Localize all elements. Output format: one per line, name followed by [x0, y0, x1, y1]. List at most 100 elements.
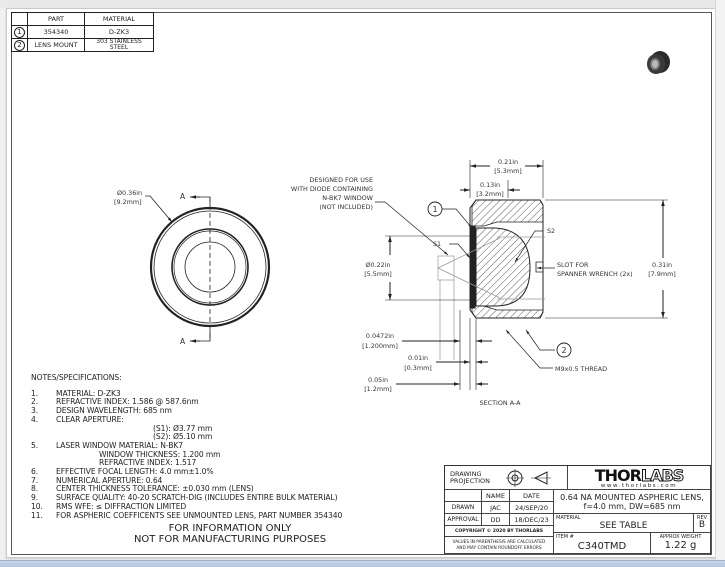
note-text: WINDOW THICKNESS: 1.200 mm [99, 449, 221, 459]
note-text: LASER WINDOW MATERIAL: N-BK7 [56, 440, 183, 450]
note-number: 9. [31, 493, 39, 503]
projection-label-2: PROJECTION [450, 477, 490, 485]
section-label-top: A [180, 192, 186, 201]
thorlabs-logo: THORLABS [568, 466, 710, 485]
front-diameter-in: Ø0.36in [117, 189, 142, 197]
approval-label: APPROVAL [445, 514, 482, 526]
drawn-name: JAC [482, 502, 510, 514]
balloon-2-label: 2 [561, 346, 566, 355]
material-value: SEE TABLE [599, 521, 648, 531]
note-item: 3.DESIGN WAVELENGTH: 685 nm [31, 406, 342, 416]
description-cell: 0.64 NA MOUNTED ASPHERIC LENS, f=4.0 mm,… [554, 490, 711, 514]
values-note-2: AND MAY CONTAIN ROUNDOFF ERRORS [456, 545, 542, 551]
values-note: VALUES IN PARENTHESIS ARE CALCULATED AND… [445, 537, 554, 554]
approval-date: 18/DEC/23 [510, 514, 554, 526]
thread-label: M9x0.5 THREAD [555, 365, 607, 373]
note-text: CENTER THICKNESS TOLERANCE: ±0.030 mm (L… [56, 484, 254, 494]
front-diameter-mm: [9.2mm] [114, 198, 142, 206]
diode-note-1: DESIGNED FOR USE [309, 176, 373, 184]
rev-cell: REV B [694, 514, 711, 533]
note-item: 8. CENTER THICKNESS TOLERANCE: ±0.030 mm … [31, 485, 342, 494]
website: www.thorlabs.com [600, 483, 678, 489]
viewer-top-bar [0, 0, 725, 8]
disclaimer-line-1: FOR INFORMATION ONLY [168, 523, 292, 534]
front-view [145, 195, 271, 343]
note-number: 8. [31, 484, 39, 494]
balloon-1-label: 1 [432, 205, 437, 214]
note-item: (S2): Ø5.10 mm [31, 433, 342, 442]
drawn-label: DRAWN [445, 502, 482, 514]
note-number: 2. [31, 397, 39, 407]
diode-note-4: (NOT INCLUDED) [319, 203, 373, 211]
dim-flange-mm: [1.2mm] [364, 385, 392, 393]
description-line-1: 0.64 NA MOUNTED ASPHERIC LENS, [560, 493, 704, 502]
drawn-date: 24/SEP/20 [510, 502, 554, 514]
material-cell: 303 STAINLESS STEEL [84, 38, 154, 52]
weight-label: APPROX WEIGHT [659, 534, 702, 540]
item-value: C340TMD [577, 541, 627, 552]
table-row: 2 LENS MOUNT 303 STAINLESS STEEL [11, 38, 154, 52]
balloon-1-circle [427, 201, 443, 217]
rev-value: B [698, 520, 706, 530]
dim-overall-length-mm: [5.3mm] [494, 167, 522, 175]
note-item: REFRACTIVE INDEX: 1.517 [31, 459, 342, 468]
note-text: NUMERICAL APERTURE: 0.64 [56, 475, 163, 485]
note-number: 1. [31, 388, 39, 398]
dim-overall-length-in: 0.21in [498, 158, 518, 166]
note-number: 10. [31, 501, 43, 511]
note-text: (S2): Ø5.10 mm [153, 432, 213, 442]
dim-lens-position-mm: [3.2mm] [476, 190, 504, 198]
logo-thor: THOR [594, 466, 642, 485]
note-text: MATERIAL: D-ZK3 [56, 388, 121, 398]
weight-value: 1.22 g [664, 540, 697, 551]
table-row: 1 354340 D-ZK3 [11, 25, 154, 39]
vertical-scrollbar[interactable] [715, 0, 725, 560]
title-block: DRAWING PROJECTION NAME DATE DRAWN JAC 2… [444, 465, 711, 554]
note-number [31, 425, 56, 434]
balloon-2-circle [556, 342, 572, 358]
dim-height-in: 0.31in [652, 261, 672, 269]
note-text: FOR ASPHERIC COEFFICENTS SEE UNMOUNTED L… [56, 510, 343, 520]
dim-lens-position-in: 0.13in [480, 181, 500, 189]
note-item: 4. CLEAR APERTURE: [31, 414, 342, 425]
dim-aperture-mm: [5.5mm] [364, 270, 392, 278]
note-text: EFFECTIVE FOCAL LENGTH: 4.0 mm±1.0% [56, 467, 214, 477]
s1-label: S1 [433, 240, 441, 248]
note-item: 9. SURFACE QUALITY: 40-20 SCRATCH-DIG (IN… [31, 493, 342, 503]
section-title: SECTION A-A [480, 399, 522, 407]
section-view [375, 160, 668, 390]
dim-gap-mm: [0.3mm] [404, 364, 432, 372]
item-cell: ITEM # C340TMD [554, 533, 651, 554]
dim-aperture-in: Ø0.22in [365, 261, 390, 269]
values-note-1: VALUES IN PARENTHESIS ARE CALCULATED [452, 540, 546, 545]
note-text: CLEAR APERTURE: [56, 414, 124, 424]
note-text: REFRACTIVE INDEX: 1.517 [99, 458, 197, 468]
slot-note-2: SPANNER WRENCH (2x) [557, 270, 633, 278]
parts-table: PART MATERIAL 1 354340 D-ZK3 2 LENS MOUN… [11, 12, 154, 52]
disclaimer: FOR INFORMATION ONLY NOT FOR MANUFACTURI… [100, 523, 360, 545]
note-item: 11. FOR ASPHERIC COEFFICENTS SEE UNMOUNTE… [31, 510, 343, 521]
material-label: MATERIAL [556, 515, 581, 521]
note-item: 5.LASER WINDOW MATERIAL: N-BK7 [31, 440, 342, 451]
slot-note-1: SLOT FOR [557, 261, 589, 269]
dim-gap-in: 0.01in [408, 354, 428, 362]
item-label: ITEM # [556, 534, 574, 540]
notes-heading: NOTES/SPECIFICATIONS: [31, 373, 122, 382]
dim-flange-in: 0.05in [368, 376, 388, 384]
note-item: WINDOW THICKNESS: 1.200 mm [31, 449, 342, 460]
logo-cell: THORLABS www.thorlabs.com [568, 466, 711, 490]
note-number [31, 451, 56, 460]
s2-label: S2 [547, 227, 555, 235]
projection-cell: DRAWING PROJECTION [445, 466, 568, 490]
note-number: 11. [31, 510, 43, 520]
note-number: 4. [31, 414, 39, 424]
material-cell: MATERIAL SEE TABLE [554, 514, 694, 533]
note-text: SURFACE QUALITY: 40-20 SCRATCH-DIG (INCL… [56, 493, 338, 503]
copyright: COPYRIGHT © 2020 BY THORLABS [445, 526, 554, 537]
projection-label-1: DRAWING [450, 470, 482, 478]
notes-specifications: NOTES/SPECIFICATIONS: 1. MATERIAL: D-ZK3 2… [31, 373, 343, 521]
note-text: (S1): Ø3.77 mm [153, 423, 213, 433]
third-angle-projection-icon [506, 469, 551, 487]
viewer-status-strip [0, 560, 725, 567]
